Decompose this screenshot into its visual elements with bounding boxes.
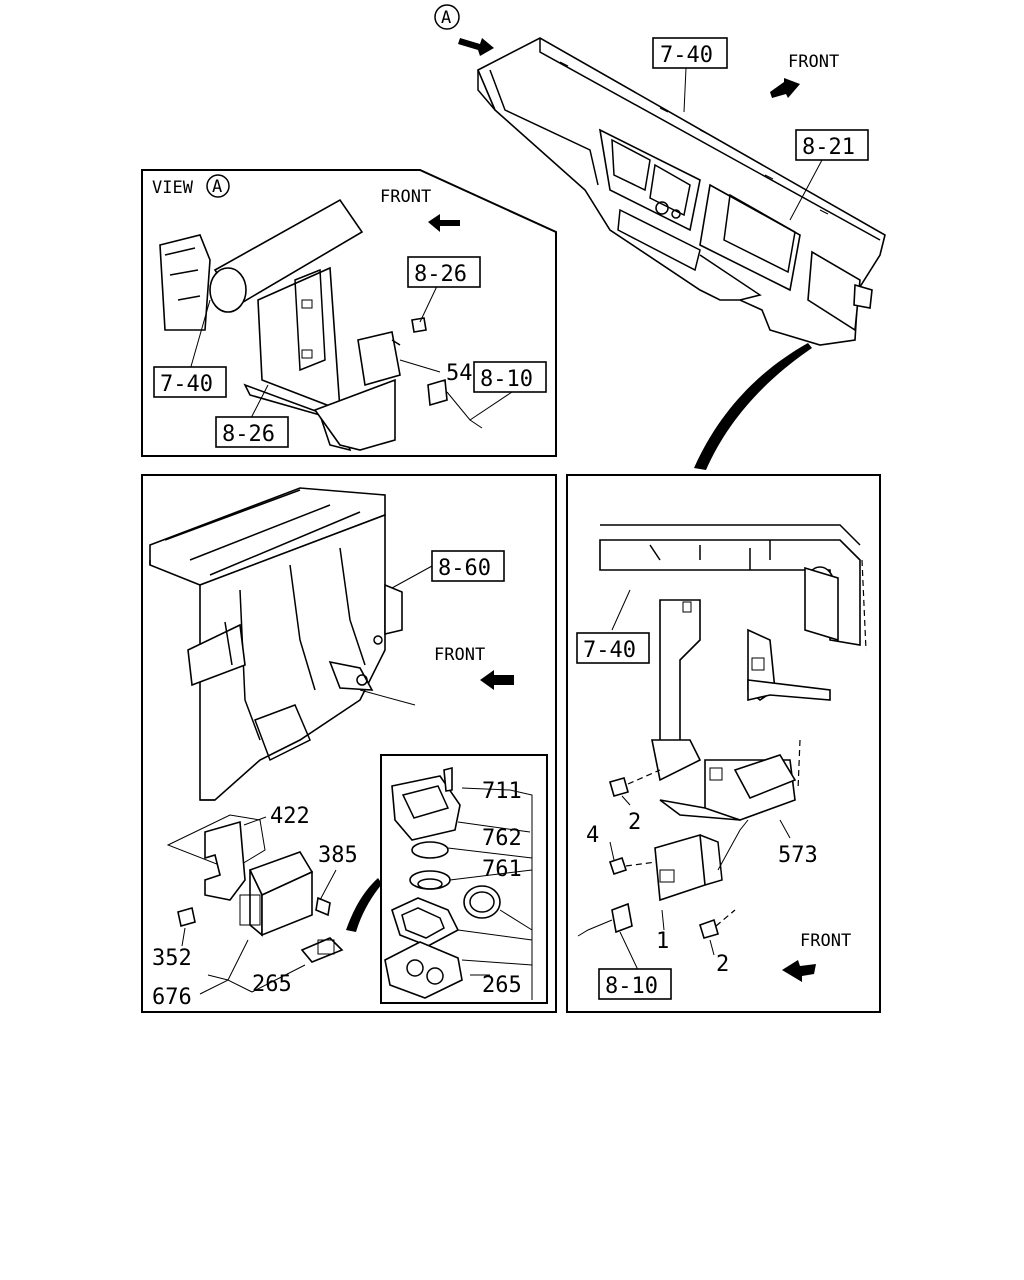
svg-text:A: A: [441, 8, 451, 28]
front-arrow-left: FRONT: [434, 645, 514, 690]
svg-text:8-10: 8-10: [605, 974, 658, 999]
part-number-2-bottom: 2: [716, 952, 729, 977]
bracket-assembly-drawing: [577, 524, 867, 939]
front-arrow-right: FRONT: [782, 931, 851, 982]
svg-text:FRONT: FRONT: [434, 645, 485, 665]
svg-text:FRONT: FRONT: [800, 931, 851, 951]
svg-text:7-40: 7-40: [583, 638, 636, 663]
ref-box-7-40-view-a: 7-40: [153, 366, 227, 398]
part-number-422: 422: [270, 804, 310, 829]
view-direction-arrow-icon: [458, 38, 494, 56]
part-number-711: 711: [482, 779, 522, 804]
view-a-title: VIEW A: [152, 174, 230, 198]
part-number-2-top: 2: [628, 810, 641, 835]
svg-text:VIEW: VIEW: [152, 178, 194, 198]
key-fob-inset-frame: [380, 754, 548, 1004]
front-arrow-icon: [480, 670, 514, 690]
part-number-761: 761: [482, 857, 522, 882]
part-number-762: 762: [482, 826, 522, 851]
ref-box-8-10-view-a: 8-10: [473, 361, 547, 393]
part-number-1: 1: [656, 929, 669, 954]
front-arrow-icon: [770, 78, 800, 98]
part-number-676: 676: [152, 985, 192, 1010]
inset-pointer-arrow: [346, 878, 382, 932]
ref-box-8-60: 8-60: [431, 550, 505, 582]
leader-540: [399, 359, 441, 373]
part-number-4: 4: [586, 823, 599, 848]
part-number-265-main: 265: [252, 972, 292, 997]
ref-box-8-26-top: 8-26: [407, 256, 481, 288]
part-number-573: 573: [778, 843, 818, 868]
key-fob-exploded-drawing: [384, 766, 501, 999]
leader-422: [243, 816, 267, 826]
leader-7-40-right: [611, 589, 631, 631]
detail-pointer-arrow: [694, 343, 812, 470]
ref-box-8-26-bottom: 8-26: [215, 416, 289, 448]
leader-8-10-view-a: [469, 391, 513, 421]
svg-text:8-21: 8-21: [802, 135, 855, 160]
inset-leaders: [447, 787, 533, 1000]
ref-box-8-21: 8-21: [795, 129, 869, 161]
leader-352: [181, 927, 186, 947]
front-arrow-icon: [782, 960, 816, 982]
callout-a: A: [434, 4, 494, 56]
leader-8-60: [391, 565, 433, 589]
leader-676-265: [199, 939, 306, 995]
left-detail-frame: [141, 474, 557, 1013]
svg-text:FRONT: FRONT: [380, 187, 431, 207]
svg-text:7-40: 7-40: [660, 43, 713, 68]
right-leaders: [609, 795, 791, 971]
leader-7-40-top: [683, 67, 687, 113]
front-arrow-top: FRONT: [770, 52, 839, 98]
svg-text:FRONT: FRONT: [788, 52, 839, 72]
leader-8-26-bottom: [249, 384, 269, 421]
hvac-unit-drawing: [149, 487, 416, 801]
view-a-drawing: [159, 198, 483, 452]
svg-text:8-26: 8-26: [222, 422, 275, 447]
right-detail-frame: [566, 474, 881, 1013]
part-number-352: 352: [152, 946, 192, 971]
svg-text:8-26: 8-26: [414, 262, 467, 287]
ref-box-7-40-top: 7-40: [652, 37, 728, 69]
front-arrow-icon: [428, 214, 460, 232]
ref-box-8-10-right: 8-10: [598, 968, 672, 1000]
ref-box-7-40-right: 7-40: [576, 632, 650, 664]
svg-text:A: A: [212, 177, 222, 197]
controller-assembly-drawing: [166, 814, 344, 963]
view-a-frame: [141, 169, 557, 457]
instrument-panel-drawing: [476, 37, 886, 346]
front-arrow-view-a: FRONT: [380, 187, 460, 232]
svg-text:8-60: 8-60: [438, 556, 491, 581]
leader-385: [319, 869, 337, 901]
leader-8-26-top: [419, 283, 439, 323]
leader-7-40-view-a: [189, 299, 211, 371]
svg-text:8-10: 8-10: [480, 367, 533, 392]
part-number-265-inset: 265: [482, 973, 522, 998]
leader-8-21: [789, 159, 823, 221]
svg-text:7-40: 7-40: [160, 372, 213, 397]
part-number-385: 385: [318, 843, 358, 868]
